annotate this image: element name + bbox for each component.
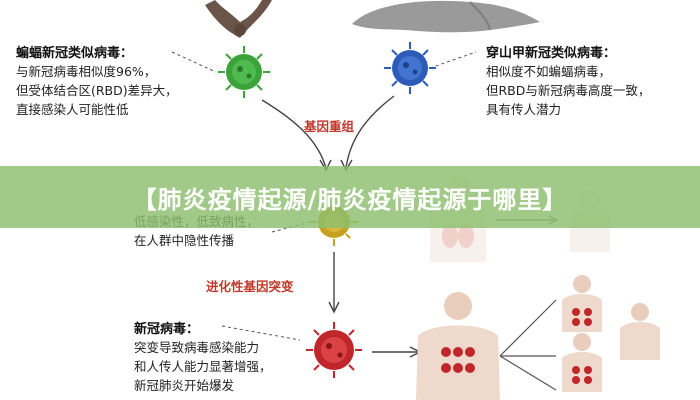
pangolin-virus-icon <box>384 42 436 94</box>
arrowhead-icon <box>328 301 340 314</box>
bat-virus-description: 与新冠病毒相似度96%， 但受体结合区(RBD)差异大， 直接感染人可能性低 <box>16 62 178 119</box>
bat-line-2: 但受体结合区(RBD)差异大， <box>16 83 178 98</box>
mutation-label: 进化性基因突变 <box>206 279 294 294</box>
pangolin-to-hidden-arrow <box>345 95 395 169</box>
sars-virus-description: 突变导致病毒感染能力 和人传人能力显著增强， 新冠肺炎开始爆发 <box>134 338 272 395</box>
banner-title: 【肺炎疫情起源/肺炎疫情起源于哪里】 <box>132 185 568 214</box>
pangolin-line-3: 具有传人潜力 <box>486 102 562 117</box>
hidden-line-2: 在人群中隐性传播 <box>134 233 235 248</box>
bat-line-1: 与新冠病毒相似度96%， <box>16 64 157 79</box>
pangolin-icon <box>352 0 540 33</box>
pangolin-virus-description: 相似度不如蝙蝠病毒， 但RBD与新冠病毒高度一致， 具有传人潜力 <box>486 62 650 119</box>
bat-virus-icon <box>218 46 270 98</box>
sars-virus-icon <box>306 322 362 378</box>
pangolin-line-1: 相似度不如蝙蝠病毒， <box>486 64 612 79</box>
patient-icon <box>416 292 500 400</box>
spread-line <box>499 355 557 391</box>
pangolin-leader-line <box>429 51 477 69</box>
title-banner: 【肺炎疫情起源/肺炎疫情起源于哪里】 <box>0 166 700 228</box>
bat-leader-line <box>171 51 217 73</box>
patient-icon <box>620 303 660 360</box>
patient-icon <box>562 333 602 392</box>
bat-line-3: 直接感染人可能性低 <box>16 102 129 117</box>
pangolin-virus-title: 穿山甲新冠类似病毒： <box>486 46 617 61</box>
spread-line <box>499 299 557 357</box>
recombination-label: 基因重组 <box>304 119 355 134</box>
patient-icon <box>562 275 602 332</box>
sars-leader-line <box>221 325 301 341</box>
sars-line-1: 突变导致病毒感染能力 <box>134 340 260 355</box>
pangolin-line-2: 但RBD与新冠病毒高度一致， <box>486 83 651 98</box>
sars-line-2: 和人传人能力显著增强， <box>134 359 272 374</box>
sars-line-3: 新冠肺炎开始爆发 <box>134 378 235 393</box>
bat-to-hidden-arrow <box>261 99 327 169</box>
sars-virus-title: 新冠病毒： <box>134 322 200 337</box>
bat-virus-title: 蝙蝠新冠类似病毒： <box>16 46 134 61</box>
bat-icon <box>205 0 272 38</box>
